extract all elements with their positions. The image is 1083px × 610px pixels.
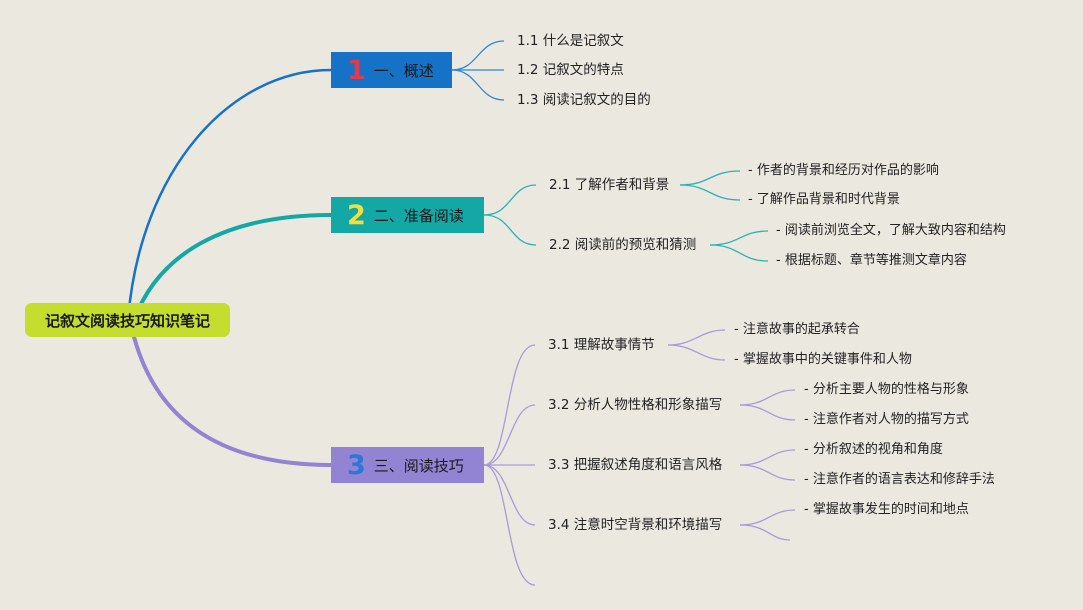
connector-2-1: [483, 184, 537, 216]
subtopic-3-3-a[interactable]: - 分析叙述的视角和角度: [804, 442, 943, 457]
subtopic-3-2-b[interactable]: - 注意作者对人物的描写方式: [804, 412, 969, 427]
connector-3-extra: [483, 464, 536, 586]
connector-2-2-b: [709, 244, 769, 262]
connector-3-3-a: [739, 449, 796, 466]
branch-label: 一、概述: [373, 61, 434, 80]
connector-3-4-b: [739, 524, 791, 541]
connector-3-2: [483, 404, 536, 466]
subtopic-3-1-a[interactable]: - 注意故事的起承转合: [734, 322, 860, 337]
branch-number-1: 1: [347, 54, 366, 86]
connector-2-2: [483, 214, 537, 246]
topic-3-4[interactable]: 3.4 注意时空背景和环境描写: [548, 517, 723, 533]
connector-3-1-a: [667, 329, 726, 346]
branch-label: 二、准备阅读: [373, 206, 464, 225]
connector-2-1-b: [679, 184, 741, 201]
topic-2-2[interactable]: 2.2 阅读前的预览和猜测: [549, 237, 697, 253]
connector-root-branch-2: [132, 213, 332, 321]
connector-1-3: [451, 69, 505, 101]
topic-1-1[interactable]: 1.1 什么是记叙文: [517, 33, 624, 49]
subtopic-2-1-a[interactable]: - 作者的背景和经历对作品的影响: [748, 163, 939, 178]
subtopic-3-3-b[interactable]: - 注意作者的语言表达和修辞手法: [804, 472, 995, 487]
subtopic-3-2-a[interactable]: - 分析主要人物的性格与形象: [804, 382, 969, 397]
connector-3-2-b: [739, 404, 796, 421]
subtopic-2-1-b[interactable]: - 了解作品背景和时代背景: [748, 192, 900, 207]
connector-1-1: [451, 40, 505, 71]
connector-3-1: [483, 344, 536, 466]
connector-2-2-a: [709, 230, 769, 246]
connector-3-4: [483, 464, 536, 526]
subtopic-2-2-b[interactable]: - 根据标题、章节等推测文章内容: [776, 253, 967, 268]
connector-3-3-b: [739, 464, 796, 481]
connector-root-branch-1: [126, 68, 332, 321]
subtopic-3-1-b[interactable]: - 掌握故事中的关键事件和人物: [734, 352, 912, 367]
topic-1-3[interactable]: 1.3 阅读记叙文的目的: [517, 92, 651, 108]
connector-3-4-a: [739, 509, 796, 526]
topic-3-2[interactable]: 3.2 分析人物性格和形象描写: [548, 397, 723, 413]
connector-3-2-a: [739, 389, 796, 406]
branch-node-skills[interactable]: 3 三、阅读技巧: [331, 447, 484, 483]
root-node-label: 记叙文阅读技巧知识笔记: [44, 311, 210, 330]
subtopic-3-4-a[interactable]: - 掌握故事发生的时间和地点: [804, 502, 969, 517]
branch-label: 三、阅读技巧: [373, 456, 464, 475]
branch-number-3: 3: [347, 449, 366, 481]
connector-3-1-b: [667, 344, 726, 361]
topic-3-1[interactable]: 3.1 理解故事情节: [548, 337, 655, 353]
connector-2-1-a: [679, 170, 741, 186]
branch-node-prepare[interactable]: 2 二、准备阅读: [331, 197, 484, 233]
branch-number-2: 2: [347, 199, 366, 231]
topic-3-3[interactable]: 3.3 把握叙述角度和语言风格: [548, 457, 723, 473]
topic-1-2[interactable]: 1.2 记叙文的特点: [517, 62, 624, 78]
root-node[interactable]: 记叙文阅读技巧知识笔记: [25, 303, 230, 337]
branch-node-overview[interactable]: 1 一、概述: [331, 52, 452, 88]
topic-2-1[interactable]: 2.1 了解作者和背景: [549, 177, 670, 193]
subtopic-2-2-a[interactable]: - 阅读前浏览全文，了解大致内容和结构: [776, 223, 1006, 238]
connector-root-branch-3: [128, 319, 332, 467]
